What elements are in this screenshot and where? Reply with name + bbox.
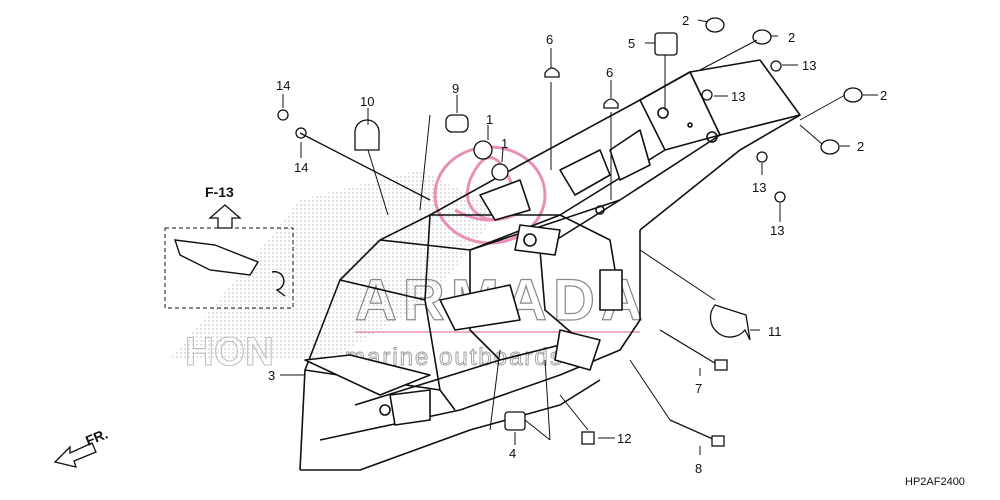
up-arrow-icon: [208, 204, 242, 229]
callout-13b: 13: [731, 89, 745, 104]
honda-ghost-text: HON: [185, 330, 274, 374]
reference-label: F-13: [205, 184, 234, 200]
callout-13d: 13: [770, 223, 784, 238]
callout-11: 11: [768, 324, 782, 339]
callout-9: 9: [452, 81, 459, 96]
callout-6a: 6: [546, 32, 553, 47]
callout-4: 4: [509, 446, 516, 461]
small-parts: [277, 17, 863, 447]
background-shading: [170, 170, 500, 360]
callout-13c: 13: [752, 180, 766, 195]
callout-8: 8: [695, 461, 702, 476]
callout-7: 7: [695, 381, 702, 396]
callout-5: 5: [628, 36, 635, 51]
callout-12: 12: [617, 431, 631, 446]
frame-body: [299, 59, 801, 471]
callout-1b: 1: [501, 136, 508, 151]
callout-2c: 2: [880, 88, 887, 103]
callout-2d: 2: [857, 139, 864, 154]
front-direction-label: FR.: [83, 425, 110, 448]
callout-3: 3: [268, 368, 275, 383]
leader-lines: [280, 19, 878, 455]
callout-14a: 14: [276, 78, 290, 93]
callout-6b: 6: [606, 65, 613, 80]
front-direction-arrow-icon: [53, 442, 97, 468]
callout-2b: 2: [788, 30, 795, 45]
callout-2a: 2: [682, 13, 689, 28]
callout-1a: 1: [486, 112, 493, 127]
callout-10: 10: [360, 94, 374, 109]
figure-code: HP2AF2400: [905, 476, 965, 488]
callout-14b: 14: [294, 160, 308, 175]
f13-detail-box: [164, 204, 294, 309]
callout-13a: 13: [802, 58, 816, 73]
